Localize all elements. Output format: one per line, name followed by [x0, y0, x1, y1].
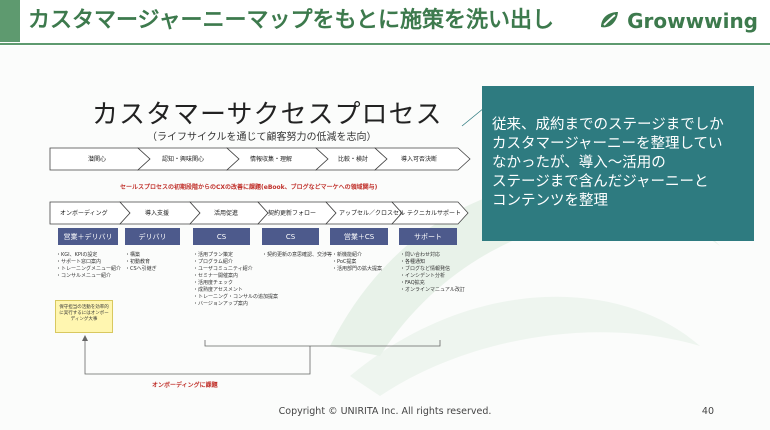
bottom-step-chevron — [391, 201, 469, 225]
slide: カスタマーサクセスプロセス （ライフサイクルを通じて顧客努力の低減を志向） 潜関… — [0, 46, 770, 430]
bracket-line — [204, 340, 441, 347]
category-box: デリバリ — [125, 228, 180, 245]
list-item: 活用部門の拡大提案 — [332, 266, 382, 273]
category-items: 構築 初動教育 CSへ引継ぎ — [125, 252, 157, 273]
list-item: 活用度チェック — [193, 280, 278, 287]
list-item: セミナー開催案内 — [193, 273, 278, 280]
issue-label-top: セールスプロセスの初期段階からのCXの改善に課題(eBook、ブログなどマーケへ… — [120, 184, 378, 191]
list-item: 構築 — [125, 252, 157, 259]
callout-line: コンテンツを整理 — [492, 193, 608, 209]
list-item: オンラインマニュアル改訂 — [400, 287, 465, 294]
list-item: PoC提案 — [332, 259, 382, 266]
sticky-note: 保守担当の活動を効率的に実行するにはオンボーディング大事 — [55, 300, 113, 333]
process-subtitle: （ライフサイクルを通じて顧客努力の低減を志向） — [147, 132, 377, 143]
category-box: 営業＋デリバリ — [58, 228, 118, 245]
feedback-arrow-line — [84, 338, 311, 375]
list-item: 新機能紹介 — [332, 252, 382, 259]
header-bar: カスタマージャーニーマップをもとに施策を洗い出し Growwwing — [0, 0, 770, 42]
issue-label-bottom: オンボーディングに課題 — [152, 382, 218, 389]
bottom-step-label: 導入支援 — [145, 209, 169, 217]
list-item: CSへ引継ぎ — [125, 266, 157, 273]
bottom-step-label: オンボーディング — [60, 209, 108, 217]
top-step-label: 認知・興味関心 — [162, 155, 204, 163]
bottom-step-label: 活用促進 — [214, 209, 238, 217]
copyright-footer: Copyright © UNIRITA Inc. All rights rese… — [278, 406, 492, 417]
top-step-chevron — [373, 147, 471, 171]
list-item: インシデント分析 — [400, 273, 465, 280]
callout-connector — [461, 107, 485, 127]
list-item: トレーニング・コンサルの追加提案 — [193, 294, 278, 301]
callout-line: カスタマージャーニーを整理してい — [492, 136, 723, 152]
brand-name: Growwwing — [627, 9, 758, 33]
page-number: 40 — [701, 406, 714, 417]
bottom-step-label: 契約更新フォロー — [268, 209, 316, 217]
top-steps-row: 潜関心 認知・興味関心 情報収集・理解 比較・検討 導入可否決断 — [49, 147, 471, 171]
list-item: 初動教育 — [125, 259, 157, 266]
callout-box: 従来、成約までのステージまでしか カスタマージャーニーを整理してい なかったが、… — [482, 86, 754, 241]
header-divider — [0, 43, 770, 45]
category-box: CS — [262, 228, 319, 245]
list-item: 問い合わせ対応 — [400, 252, 465, 259]
list-item: バージョンアップ案内 — [193, 301, 278, 308]
process-title: カスタマーサクセスプロセス — [92, 100, 443, 130]
category-items: 契約更新の意思確認、交渉等 — [262, 252, 332, 259]
callout-line: ステージまで含んだジャーニーと — [492, 174, 709, 190]
category-items: 活用プラン策定 プログラム紹介 ユーザコミュニティ紹介 セミナー開催案内 活用度… — [193, 252, 278, 308]
list-item: トレーニングメニュー紹介 — [56, 266, 121, 273]
list-item: 活用プラン策定 — [193, 252, 278, 259]
header-accent — [0, 0, 20, 42]
leaf-logo-icon — [601, 12, 619, 28]
list-item: 成熟度アセスメント — [193, 287, 278, 294]
list-item: コンサルメニュー紹介 — [56, 273, 121, 280]
bottom-steps-row: オンボーディング 導入支援 活用促進 契約更新フォロー アップセル／クロスセル … — [49, 201, 469, 225]
list-item: ブログなど情報発信 — [400, 266, 465, 273]
list-item: ユーザコミュニティ紹介 — [193, 266, 278, 273]
category-box: サポート — [399, 228, 457, 245]
category-items: 問い合わせ対応 各種通知 ブログなど情報発信 インシデント分析 FAQ拡充 オン… — [400, 252, 465, 294]
list-item: FAQ拡充 — [400, 280, 465, 287]
top-step-label: 情報収集・理解 — [250, 155, 292, 163]
bottom-step-label: テクニカルサポート — [407, 209, 461, 217]
bottom-step-label: アップセル／クロスセル — [339, 210, 405, 217]
top-step-label: 比較・検討 — [338, 155, 368, 163]
category-items: 新機能紹介 PoC提案 活用部門の拡大提案 — [332, 252, 382, 273]
list-item: プログラム紹介 — [193, 259, 278, 266]
list-item: 各種通知 — [400, 259, 465, 266]
callout-line: 従来、成約までのステージまでしか — [492, 117, 724, 133]
arrow-head-icon — [82, 335, 88, 341]
callout-line: なかったが、導入〜活用の — [492, 155, 666, 171]
category-box: CS — [193, 228, 250, 245]
list-item: サポート窓口案内 — [56, 259, 121, 266]
list-item: 契約更新の意思確認、交渉等 — [262, 252, 332, 259]
page-title: カスタマージャーニーマップをもとに施策を洗い出し — [28, 8, 555, 33]
category-box: 営業＋CS — [330, 228, 388, 245]
process-diagram: 潜関心 認知・興味関心 情報収集・理解 比較・検討 導入可否決断 オンボーディン… — [49, 107, 485, 375]
top-step-label: 導入可否決断 — [401, 155, 437, 163]
category-items: KGI、KPIの設定 サポート窓口案内 トレーニングメニュー紹介 コンサルメニュ… — [56, 252, 121, 280]
list-item: KGI、KPIの設定 — [56, 252, 121, 259]
top-step-label: 潜関心 — [88, 155, 106, 163]
brand-logo: Growwwing — [597, 8, 758, 34]
